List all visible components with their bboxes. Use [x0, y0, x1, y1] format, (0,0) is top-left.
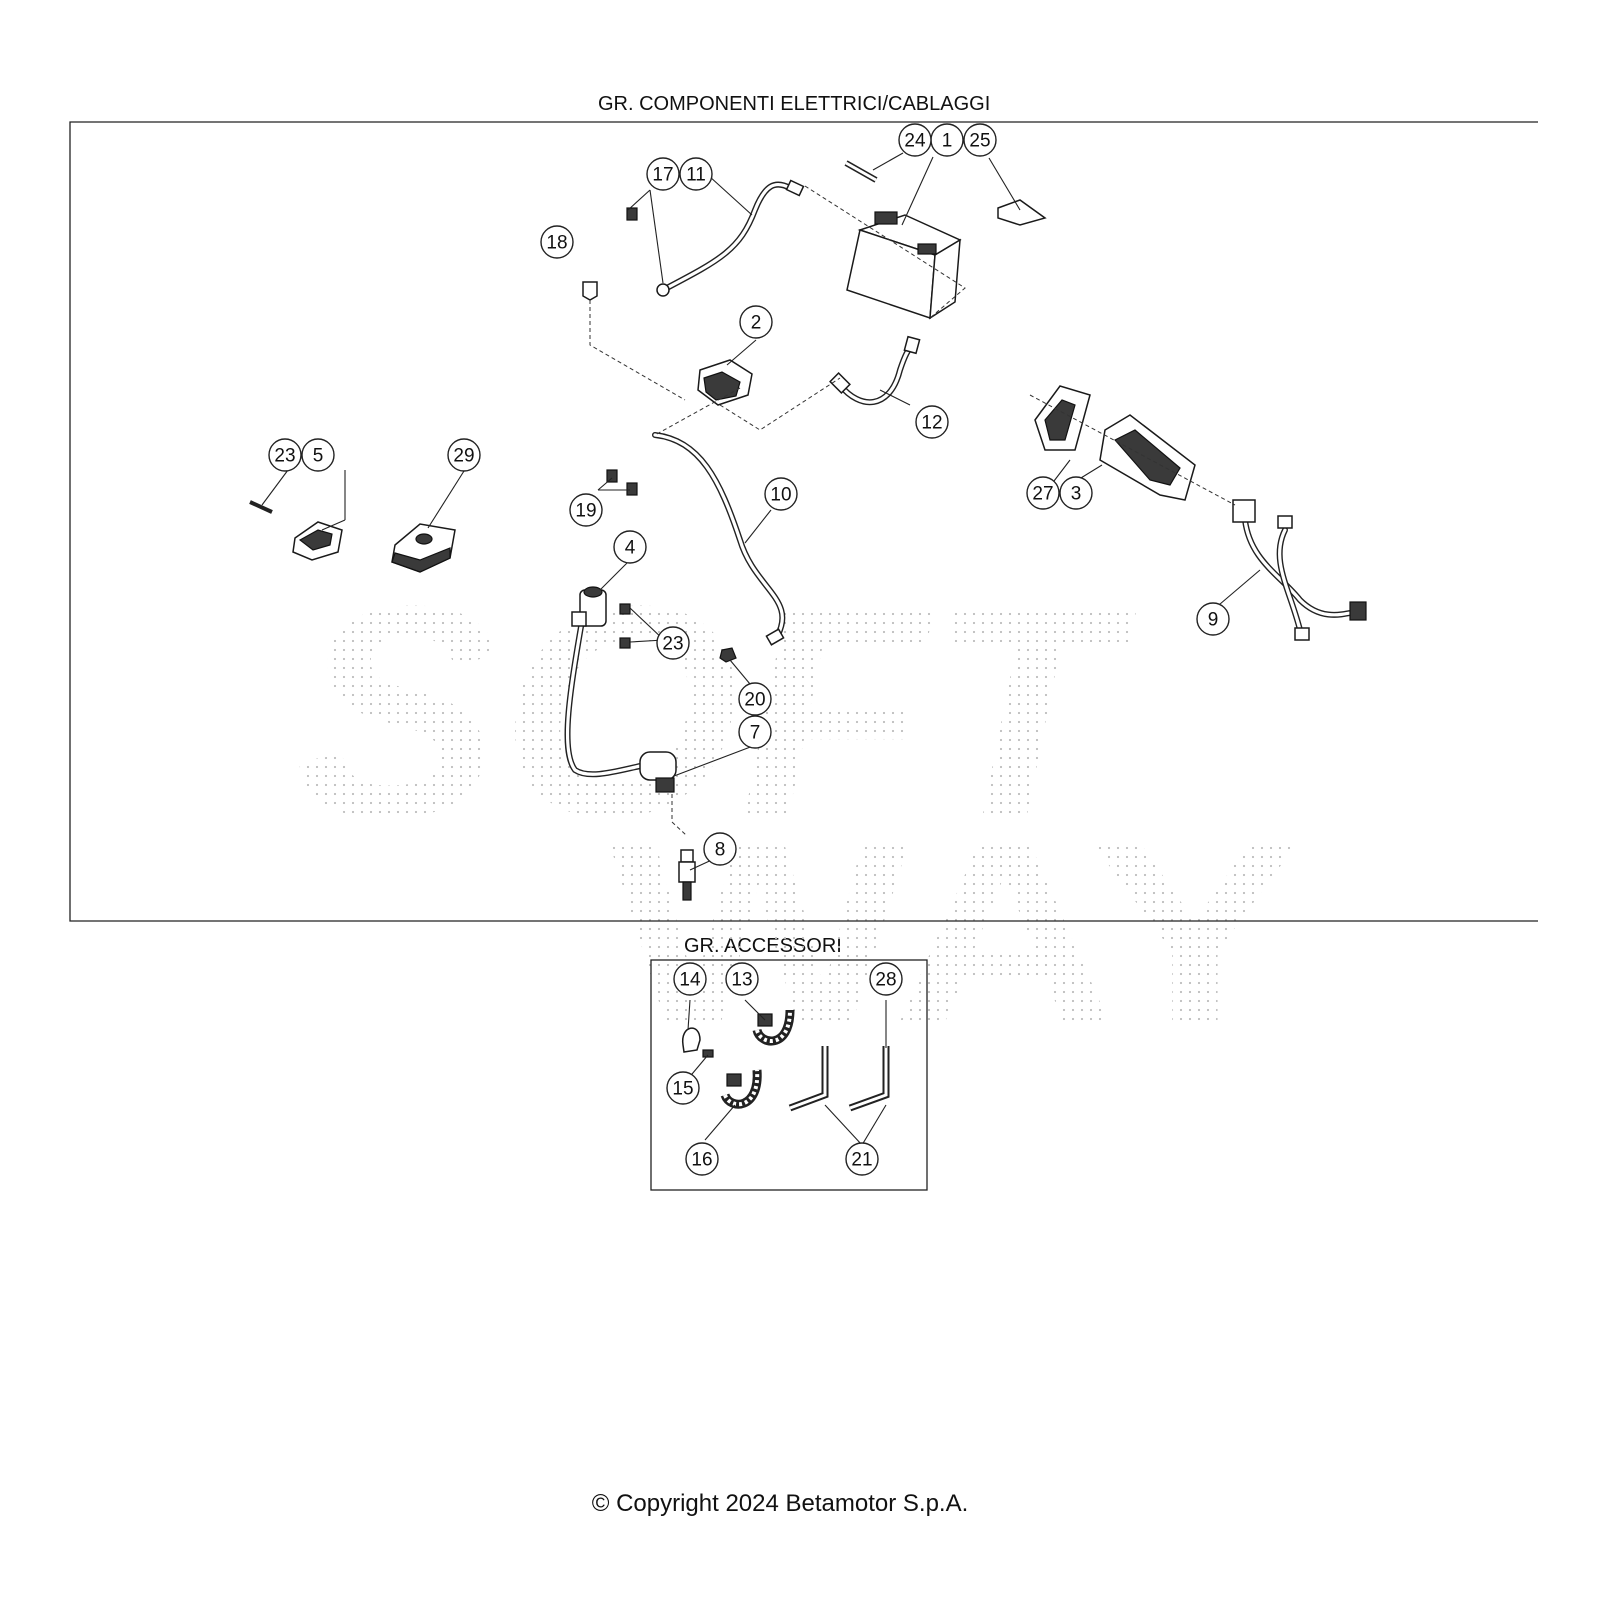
cable-tie-16-drawing: [720, 1069, 762, 1109]
callout-28: 28: [869, 962, 903, 996]
svg-text:28: 28: [875, 970, 896, 991]
callout-10: 10: [764, 477, 798, 511]
svg-text:13: 13: [731, 970, 752, 991]
svg-text:25: 25: [969, 131, 990, 152]
svg-text:17: 17: [652, 165, 673, 186]
svg-text:1: 1: [942, 131, 953, 152]
callout-19: 19: [569, 493, 603, 527]
svg-text:8: 8: [715, 840, 726, 861]
callout-13: 13: [725, 962, 759, 996]
callout-29: 29: [447, 438, 481, 472]
small-hardware-drawings: [582, 160, 1047, 663]
callout-4: 4: [613, 530, 647, 564]
callout-24: 24: [898, 123, 932, 157]
accessories-group-title: GR. ACCESSORI: [684, 935, 842, 957]
svg-text:24: 24: [904, 131, 926, 152]
callout-11: 11: [679, 157, 713, 191]
callout-2: 2: [739, 305, 773, 339]
svg-text:29: 29: [453, 446, 474, 467]
svg-text:21: 21: [851, 1150, 872, 1171]
callout-23-a: 23: [268, 438, 302, 472]
battery-drawing: [846, 211, 962, 320]
svg-text:10: 10: [770, 485, 791, 506]
svg-text:16: 16: [691, 1150, 712, 1171]
callout-27: 27: [1026, 476, 1060, 510]
svg-text:2: 2: [751, 313, 762, 334]
svg-text:15: 15: [672, 1079, 693, 1100]
watermark-line-1: SOFT: [295, 543, 1139, 879]
callout-5: 5: [301, 438, 335, 472]
ignition-coil-drawing: [564, 586, 648, 778]
callout-1: 1: [930, 123, 964, 157]
callout-12: 12: [915, 405, 949, 439]
svg-text:23: 23: [662, 634, 683, 655]
svg-text:11: 11: [686, 165, 706, 186]
svg-text:3: 3: [1071, 484, 1082, 505]
svg-text:12: 12: [921, 413, 942, 434]
spark-plug-cap-drawing: [639, 751, 677, 793]
callout-15: 15: [666, 1071, 700, 1105]
svg-text:14: 14: [679, 970, 701, 991]
svg-text:19: 19: [575, 501, 596, 522]
wiring-9-drawing: [1232, 499, 1367, 641]
accessories-group-frame: [650, 959, 928, 1191]
svg-text:27: 27: [1032, 484, 1053, 505]
fuse-holder-drawing: [697, 359, 753, 406]
callout-17: 17: [646, 157, 680, 191]
callout-25: 25: [963, 123, 997, 157]
svg-text:23: 23: [274, 446, 295, 467]
leader-lines: [261, 152, 1261, 1146]
callout-14: 14: [673, 962, 707, 996]
spark-plug-drawing: [671, 794, 696, 901]
cable-11-drawing: [656, 179, 805, 297]
svg-text:5: 5: [313, 446, 324, 467]
svg-text:4: 4: [625, 538, 636, 559]
cable-12-drawing: [829, 335, 921, 406]
callout-9: 9: [1196, 602, 1230, 636]
cable-10-drawing: [652, 432, 786, 646]
callout-20: 20: [738, 682, 772, 716]
callout-21: 21: [845, 1142, 879, 1176]
relay-drawing: [249, 500, 343, 561]
callout-18: 18: [540, 225, 574, 259]
strap-21-drawing: [788, 1046, 890, 1112]
callout-3: 3: [1059, 476, 1093, 510]
electrical-group-title: GR. COMPONENTI ELETTRICI/CABLAGGI: [598, 93, 991, 115]
svg-text:7: 7: [750, 723, 761, 744]
svg-text:20: 20: [744, 690, 765, 711]
accessory-clamp-14-drawing: [682, 1027, 714, 1058]
callout-23-b: 23: [656, 626, 690, 660]
callout-16: 16: [685, 1142, 719, 1176]
copyright-notice: © Copyright 2024 Betamotor S.p.A.: [591, 1490, 969, 1517]
electrical-group-frame: [69, 121, 1538, 922]
svg-text:9: 9: [1208, 610, 1219, 631]
svg-text:18: 18: [546, 233, 567, 254]
callout-8: 8: [703, 832, 737, 866]
ecu-cover-drawing: [1034, 385, 1091, 451]
regulator-drawing: [391, 523, 456, 573]
callout-7: 7: [738, 715, 772, 749]
